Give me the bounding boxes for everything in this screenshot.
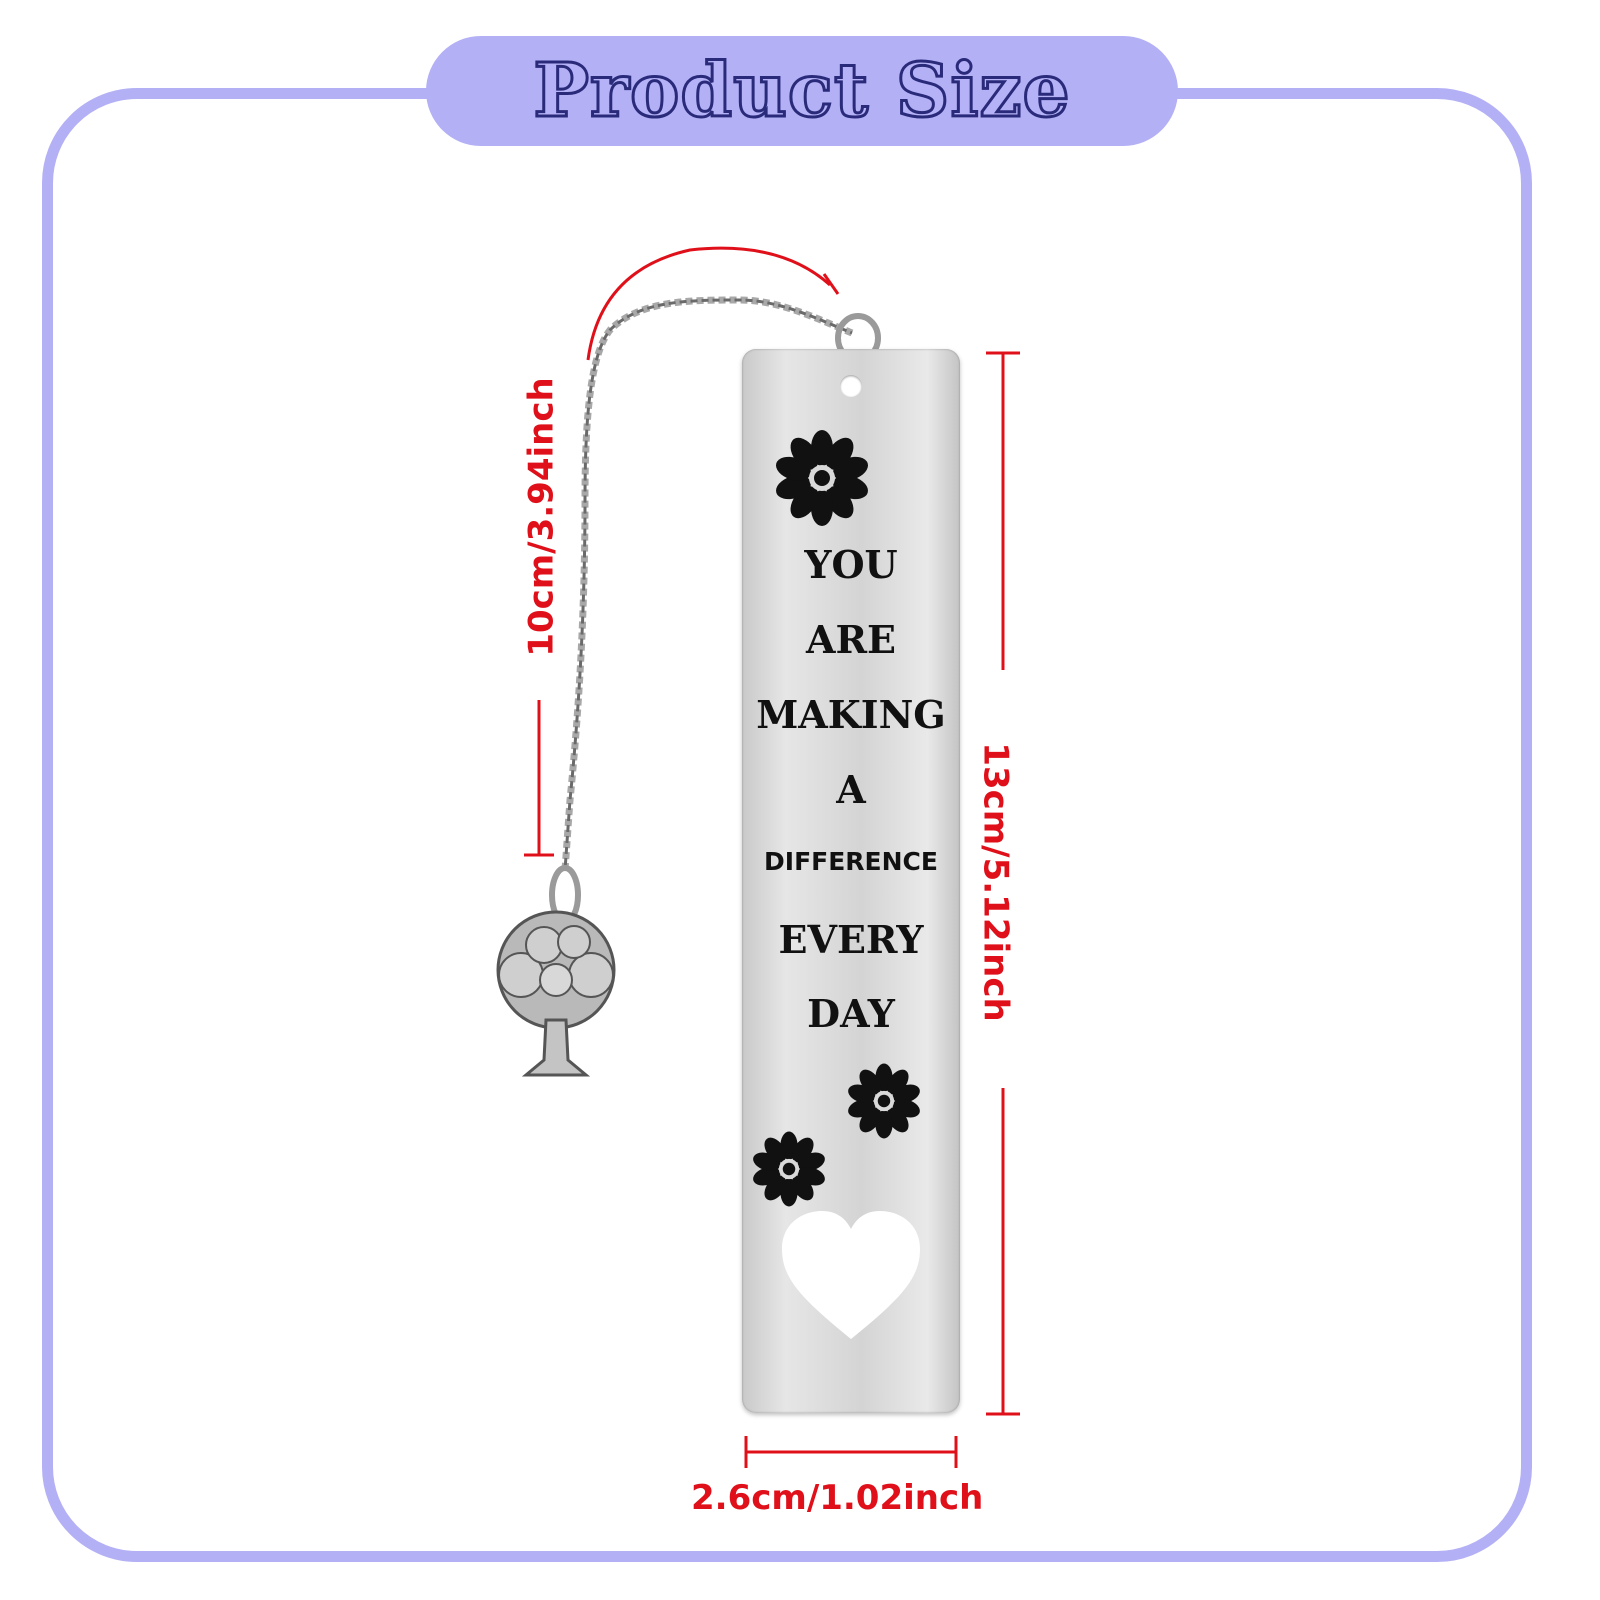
quote-line-3: MAKING: [756, 692, 946, 737]
quote-line-1: YOU: [804, 542, 898, 587]
heart-cutout-icon: [782, 1211, 920, 1339]
quote-line-2: ARE: [805, 617, 897, 662]
chain-length-label: 10cm/3.94inch: [521, 377, 562, 657]
flower-icon: [750, 1131, 828, 1207]
bookmark-decorations: [750, 430, 923, 1339]
quote-line-4: A: [836, 767, 866, 812]
height-label: 13cm/5.12inch: [975, 742, 1016, 1022]
page-title: Product Size: [532, 47, 1071, 136]
flower-icon: [772, 430, 872, 526]
bookmark-hole: [840, 375, 862, 397]
chain-icon: [561, 296, 854, 871]
chain-dimension-arc: [586, 246, 832, 361]
quote-line-5: DIFFERENCE: [764, 847, 938, 876]
tree-charm-icon: [496, 910, 616, 1077]
bookmark: YOU ARE MAKING A DIFFERENCE EVERY DAY: [742, 349, 960, 1413]
title-pill: [426, 36, 1178, 146]
width-label: 2.6cm/1.02inch: [691, 1478, 984, 1518]
quote-line-6: EVERY: [778, 917, 924, 962]
quote-line-7: DAY: [807, 991, 895, 1036]
flower-icon: [845, 1063, 923, 1139]
